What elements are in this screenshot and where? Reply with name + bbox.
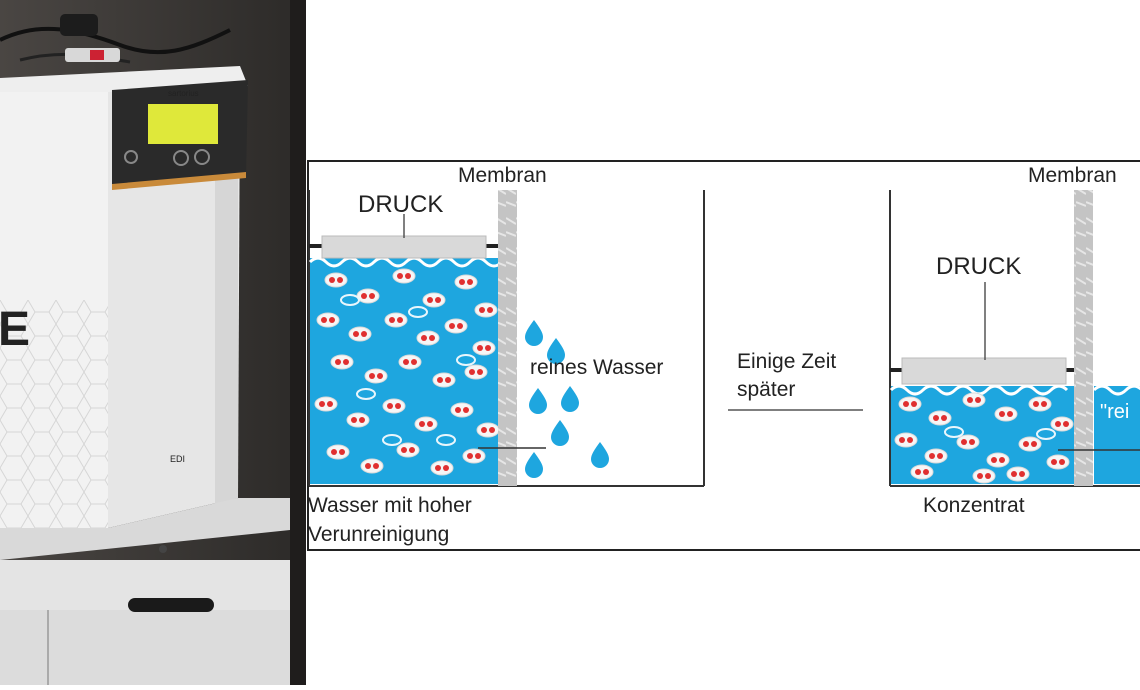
time-transition: Einige Zeit später xyxy=(728,350,863,411)
device-photo-drawing: sartorius EDI E xyxy=(0,0,306,685)
left-piston xyxy=(321,235,487,259)
left-tank: DRUCK Membran reines Wasser Wasser mit h… xyxy=(308,164,705,546)
concentrate-label: Konzentrat xyxy=(923,494,1025,517)
left-membrane-label: Membran xyxy=(458,164,547,187)
device-logo-text: E xyxy=(0,303,30,356)
time-label-line1: Einige Zeit xyxy=(737,350,836,373)
right-pure-water xyxy=(1094,386,1140,484)
right-tank: DRUCK Membran "rei Konzentrat xyxy=(889,164,1140,517)
time-label-line2: später xyxy=(737,378,795,401)
device-brand-text: sartorius xyxy=(168,89,199,98)
feed-label-line2: Verunreinigung xyxy=(308,523,449,546)
reverse-osmosis-diagram: DRUCK Membran reines Wasser Wasser mit h… xyxy=(306,0,1140,685)
right-membrane xyxy=(1074,190,1093,486)
right-piston xyxy=(901,357,1067,385)
device-model-text: EDI xyxy=(170,454,185,464)
right-pressure-label: DRUCK xyxy=(936,253,1021,280)
left-pure-water-label: reines Wasser xyxy=(530,356,663,379)
device-photo: sartorius EDI E xyxy=(0,0,306,685)
right-membrane-label: Membran xyxy=(1028,164,1117,187)
right-pure-water-label: "rei xyxy=(1100,401,1129,423)
left-pressure-label: DRUCK xyxy=(358,191,443,218)
left-membrane xyxy=(498,190,517,486)
diagram-canvas: DRUCK Membran reines Wasser Wasser mit h… xyxy=(307,160,1140,551)
feed-label-line1: Wasser mit hoher xyxy=(308,494,472,517)
